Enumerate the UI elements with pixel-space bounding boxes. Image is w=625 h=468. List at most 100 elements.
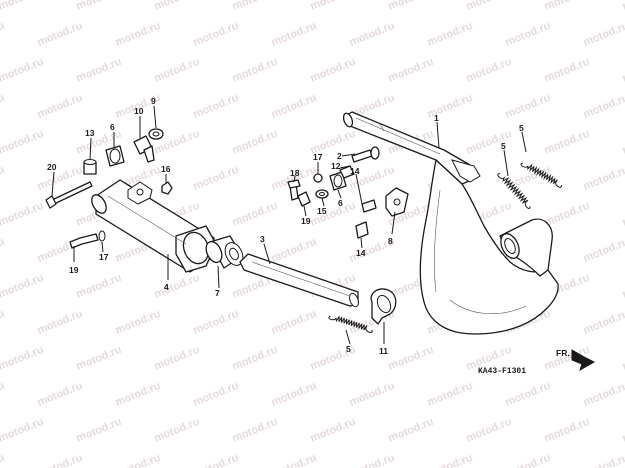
label-part-17-left: 17 xyxy=(99,252,109,262)
watermark-text: motod.ru xyxy=(582,380,625,409)
grommet-left xyxy=(105,145,125,167)
watermark-text: motod.ru xyxy=(231,416,280,445)
watermark-text: motod.ru xyxy=(543,416,592,445)
watermark-text: motod.ru xyxy=(0,452,6,468)
watermark-text: motod.ru xyxy=(114,20,163,49)
silencer-tube xyxy=(239,253,359,308)
watermark-text: motod.ru xyxy=(192,92,241,121)
watermark-text: motod.ru xyxy=(387,0,436,13)
spring-lower xyxy=(328,315,373,334)
watermark-text: motod.ru xyxy=(582,236,625,265)
label-part-8: 8 xyxy=(388,236,393,246)
front-arrow-icon xyxy=(571,349,596,372)
watermark-text: motod.ru xyxy=(543,0,592,13)
watermark-text: motod.ru xyxy=(621,200,625,229)
watermark-text: motod.ru xyxy=(504,380,553,409)
spring-upper xyxy=(520,162,562,188)
watermark-text: motod.ru xyxy=(270,452,319,468)
watermark-text: motod.ru xyxy=(504,452,553,468)
watermark-text: motod.ru xyxy=(0,20,6,49)
spring-right xyxy=(497,173,531,209)
leader-lines xyxy=(51,105,527,345)
watermark-text: motod.ru xyxy=(75,56,124,85)
bolt-19-middle xyxy=(297,191,311,207)
watermark-text: motod.ru xyxy=(0,380,6,409)
watermark-text: motod.ru xyxy=(0,164,6,193)
collar-middle xyxy=(313,173,323,183)
watermark-text: motod.ru xyxy=(543,56,592,85)
connector-joint xyxy=(205,235,244,269)
watermark-text: motod.ru xyxy=(387,416,436,445)
watermark-text: motod.ru xyxy=(36,452,85,468)
watermark-text: motod.ru xyxy=(0,56,45,85)
watermark-text: motod.ru xyxy=(231,128,280,157)
watermark-text: motod.ru xyxy=(153,0,202,13)
label-part-19-middle: 19 xyxy=(301,216,311,226)
bolt-14-lower xyxy=(355,221,369,239)
watermark-text: motod.ru xyxy=(504,20,553,49)
long-bolt xyxy=(45,181,93,209)
watermark-text: motod.ru xyxy=(426,452,475,468)
washer-15 xyxy=(315,189,329,199)
watermark-text: motod.ru xyxy=(465,0,514,13)
watermark-text: motod.ru xyxy=(75,344,124,373)
watermark-text: motod.ru xyxy=(75,272,124,301)
watermark-text: motod.ru xyxy=(0,344,45,373)
watermark-text: motod.ru xyxy=(348,452,397,468)
label-part-19-left: 19 xyxy=(69,265,79,275)
bolt-14-upper xyxy=(361,199,377,213)
label-part-5-upper: 5 xyxy=(519,123,524,133)
label-part-18: 18 xyxy=(290,168,300,178)
watermark-text: motod.ru xyxy=(582,308,625,337)
nut xyxy=(161,181,173,195)
front-direction-label: FR. xyxy=(556,348,570,358)
label-part-13: 13 xyxy=(85,128,95,138)
watermark-text: motod.ru xyxy=(75,416,124,445)
watermark-text: motod.ru xyxy=(582,92,625,121)
watermark-text: motod.ru xyxy=(36,308,85,337)
watermark-text: motod.ru xyxy=(309,56,358,85)
label-part-20: 20 xyxy=(47,162,57,172)
label-part-5-right: 5 xyxy=(501,141,506,151)
watermark-text: motod.ru xyxy=(582,20,625,49)
label-part-6-middle: 6 xyxy=(338,198,343,208)
label-part-5-lower: 5 xyxy=(346,344,351,354)
watermark-text: motod.ru xyxy=(153,416,202,445)
watermark-text: motod.ru xyxy=(231,56,280,85)
watermark-text: motod.ru xyxy=(192,164,241,193)
watermark-text: motod.ru xyxy=(543,128,592,157)
label-part-6-left: 6 xyxy=(110,122,115,132)
watermark-text: motod.ru xyxy=(621,344,625,373)
label-part-10: 10 xyxy=(134,106,144,116)
label-part-2: 2 xyxy=(337,151,342,161)
watermark-text: motod.ru xyxy=(192,308,241,337)
watermark-text: motod.ru xyxy=(348,380,397,409)
bolt-left-lower xyxy=(69,230,106,249)
watermark-text: motod.ru xyxy=(309,416,358,445)
label-part-1: 1 xyxy=(434,113,439,123)
watermark-text: motod.ru xyxy=(36,380,85,409)
watermark-text: motod.ru xyxy=(192,20,241,49)
label-part-17-middle: 17 xyxy=(313,152,323,162)
watermark-text: motod.ru xyxy=(270,236,319,265)
watermark-text: motod.ru xyxy=(0,416,45,445)
watermark-text: motod.ru xyxy=(465,128,514,157)
watermark-text: motod.ru xyxy=(114,452,163,468)
label-part-14-upper: 14 xyxy=(350,166,360,176)
watermark-text: motod.ru xyxy=(309,200,358,229)
watermark-text: motod.ru xyxy=(465,56,514,85)
watermark-text: motod.ru xyxy=(114,308,163,337)
watermark-text: motod.ru xyxy=(153,272,202,301)
watermark-text: motod.ru xyxy=(426,20,475,49)
stay-bracket xyxy=(385,187,409,217)
watermark-text: motod.ru xyxy=(270,380,319,409)
watermark-text: motod.ru xyxy=(192,380,241,409)
label-part-12: 12 xyxy=(331,161,341,171)
watermark-text: motod.ru xyxy=(270,308,319,337)
watermark-text: motod.ru xyxy=(621,272,625,301)
label-part-15: 15 xyxy=(317,206,327,216)
watermark-text: motod.ru xyxy=(621,56,625,85)
grommet-middle xyxy=(329,171,347,191)
label-part-3: 3 xyxy=(260,234,265,244)
